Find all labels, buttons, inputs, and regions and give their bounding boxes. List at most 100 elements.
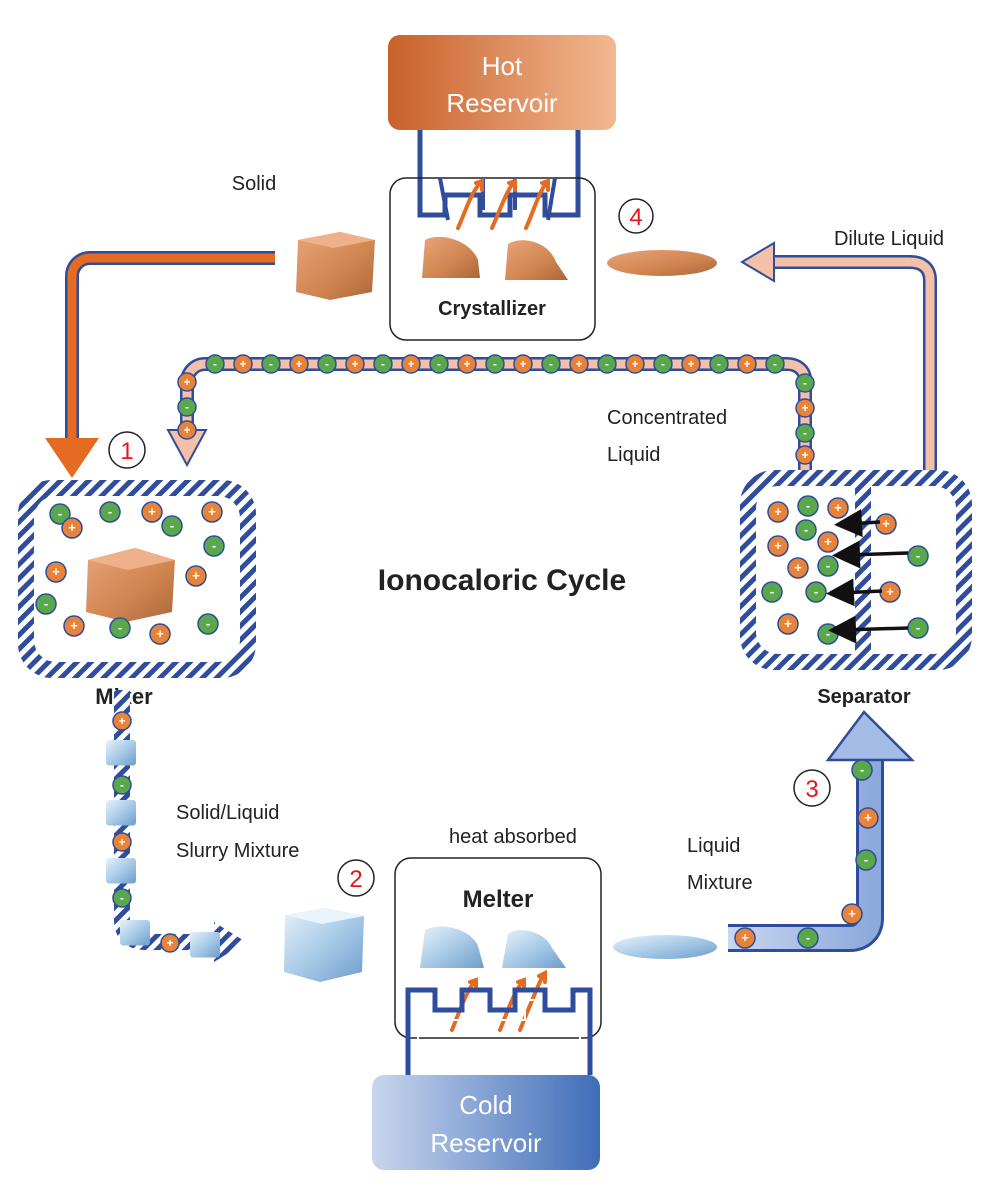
svg-text:-: -: [806, 498, 810, 513]
cation-ion: +: [149, 623, 171, 645]
svg-text:+: +: [632, 358, 639, 371]
cation-ion: +: [777, 613, 799, 635]
separator-label: Separator: [817, 686, 911, 708]
svg-text:+: +: [52, 564, 60, 579]
svg-text:+: +: [119, 715, 126, 728]
svg-text:+: +: [864, 810, 872, 825]
svg-text:+: +: [192, 568, 200, 583]
svg-text:+: +: [688, 358, 695, 371]
anion-ion: -: [907, 545, 929, 567]
dilute-liquid-label: Dilute Liquid: [834, 228, 944, 250]
melting-ice-1: [420, 926, 484, 968]
cation-ion: +: [513, 354, 533, 374]
anion-ion: -: [851, 759, 873, 781]
anion-ion: -: [761, 581, 783, 603]
cation-ion: +: [841, 903, 863, 925]
cold-reservoir-label-2: Reservoir: [430, 1128, 542, 1158]
heat-absorbed-label: heat absorbed: [449, 826, 577, 848]
svg-text:-: -: [803, 377, 807, 390]
dilute-salt-puddle: [607, 250, 717, 276]
anion-ion: -: [161, 515, 183, 537]
svg-text:-: -: [118, 620, 122, 635]
svg-text:-: -: [437, 358, 441, 371]
anion-ion: -: [205, 354, 225, 374]
cation-ion: +: [63, 615, 85, 637]
svg-text:-: -: [325, 358, 329, 371]
svg-text:-: -: [549, 358, 553, 371]
anion-ion: -: [797, 495, 819, 517]
ice-cube-small: [120, 920, 150, 946]
hot-reservoir: Hot Reservoir: [388, 35, 616, 130]
anion-ion: -: [795, 373, 815, 393]
svg-text:+: +: [741, 930, 749, 945]
svg-text:+: +: [208, 504, 216, 519]
cation-ion: +: [734, 927, 756, 949]
svg-text:+: +: [886, 584, 894, 599]
crystallizer-label: Crystallizer: [438, 298, 546, 320]
anion-ion: -: [709, 354, 729, 374]
svg-text:-: -: [773, 358, 777, 371]
svg-text:-: -: [804, 522, 808, 537]
anion-ion: -: [429, 354, 449, 374]
mixer-salt-cube: [86, 548, 175, 622]
solid-label: Solid: [232, 173, 276, 195]
svg-text:1: 1: [120, 438, 133, 465]
cation-ion: +: [875, 513, 897, 535]
anion-ion: -: [795, 423, 815, 443]
cation-ion: +: [289, 354, 309, 374]
svg-text:+: +: [774, 504, 782, 519]
svg-text:+: +: [156, 626, 164, 641]
slurry-path: +-+-+: [106, 690, 246, 962]
anion-ion: -: [795, 519, 817, 541]
step-2: 2: [337, 859, 375, 897]
svg-text:-: -: [770, 584, 774, 599]
svg-text:+: +: [784, 616, 792, 631]
cation-ion: +: [767, 501, 789, 523]
cation-ion: +: [625, 354, 645, 374]
anion-ion: -: [597, 354, 617, 374]
cation-ion: +: [141, 501, 163, 523]
svg-text:-: -: [717, 358, 721, 371]
anion-ion: -: [317, 354, 337, 374]
svg-text:-: -: [120, 892, 124, 905]
svg-text:-: -: [185, 401, 189, 414]
svg-text:-: -: [803, 427, 807, 440]
svg-text:-: -: [916, 620, 920, 635]
svg-text:-: -: [806, 930, 810, 945]
cation-ion: +: [112, 711, 132, 731]
cation-ion: +: [857, 807, 879, 829]
svg-text:+: +: [802, 449, 809, 462]
anion-ion: -: [765, 354, 785, 374]
svg-text:-: -: [826, 626, 830, 641]
ice-cube: [284, 908, 364, 982]
anion-ion: -: [653, 354, 673, 374]
svg-text:-: -: [605, 358, 609, 371]
cation-ion: +: [681, 354, 701, 374]
cold-heat-exchanger: [405, 987, 593, 1075]
ice-cube-small: [106, 800, 136, 826]
svg-text:-: -: [860, 762, 864, 777]
svg-text:+: +: [464, 358, 471, 371]
anion-ion: -: [197, 613, 219, 635]
anion-ion: -: [112, 888, 132, 908]
svg-text:+: +: [520, 358, 527, 371]
svg-text:-: -: [213, 358, 217, 371]
crystallizer: Crystallizer: [389, 177, 596, 341]
cation-ion: +: [817, 531, 839, 553]
svg-text:+: +: [802, 402, 809, 415]
svg-text:+: +: [744, 358, 751, 371]
svg-text:-: -: [170, 518, 174, 533]
svg-text:+: +: [184, 376, 191, 389]
cation-ion: +: [879, 581, 901, 603]
dilute-liquid-arrow: [740, 241, 937, 470]
svg-text:+: +: [794, 560, 802, 575]
liquid-mixture-label-2: Mixture: [687, 872, 753, 894]
svg-text:-: -: [108, 504, 112, 519]
cold-reservoir: Cold Reservoir: [372, 1075, 600, 1170]
melting-ice-2: [502, 930, 566, 968]
anion-ion: -: [817, 623, 839, 645]
anion-ion: -: [203, 535, 225, 557]
step-4: 4: [618, 198, 654, 234]
svg-text:-: -: [212, 538, 216, 553]
svg-text:2: 2: [349, 866, 362, 893]
